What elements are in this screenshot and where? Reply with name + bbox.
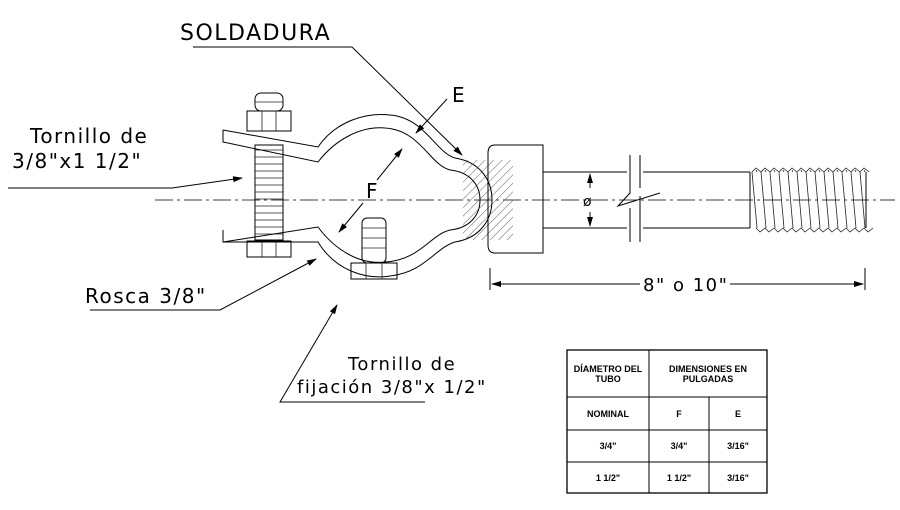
length-label: 8" o 10" xyxy=(643,275,728,296)
fixing-bolt xyxy=(350,217,398,280)
pipe-clamp xyxy=(222,113,493,278)
thread-label: Rosca 3/8" xyxy=(85,284,207,308)
table-cell: 3/16" xyxy=(727,441,749,451)
weld-label: SOLDADURA xyxy=(180,21,331,46)
clamp-bolt xyxy=(246,92,292,258)
table-header-diameter: DÍAMETRO DEL xyxy=(574,364,643,374)
dimensions-table: DÍAMETRO DEL TUBO DIMENSIONES EN PULGADA… xyxy=(566,349,768,494)
table-subheader-f: F xyxy=(676,409,682,419)
fix-bolt-label-line2: fijación 3/8"x 1/2" xyxy=(297,377,487,398)
table-cell: 3/16" xyxy=(727,473,749,483)
table-cell: 3/4" xyxy=(671,441,688,451)
table-cell: 3/4" xyxy=(600,441,617,451)
dim-e-label: E xyxy=(452,83,466,107)
dim-f-label: F xyxy=(366,179,379,203)
table-header-inches: PULGADAS xyxy=(683,374,734,384)
table-header-tube: TUBO xyxy=(595,374,621,384)
table-subheader-nominal: NOMINAL xyxy=(587,409,629,419)
table-cell: 1 1/2" xyxy=(596,473,620,483)
table-subheader-e: E xyxy=(735,409,741,419)
bolt-label-line2: 3/8"x1 1/2" xyxy=(12,149,142,173)
bolt-label-line1: Tornillo de xyxy=(29,124,148,148)
table-header-dimensions: DIMENSIONES EN xyxy=(669,364,747,374)
table-cell: 1 1/2" xyxy=(667,473,691,483)
threaded-rod xyxy=(487,144,874,254)
fix-bolt-label-line1: Tornillo de xyxy=(347,354,456,375)
diameter-label: ø xyxy=(583,194,593,210)
